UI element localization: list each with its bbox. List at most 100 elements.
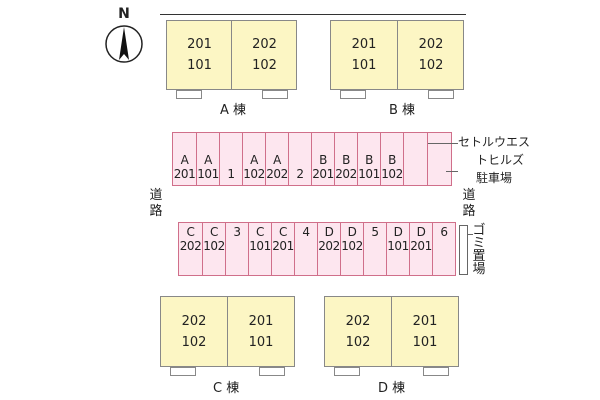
parking-stall — [403, 132, 428, 186]
parking-stall-label: 202 — [318, 239, 340, 253]
parking-stall-label: 202 — [179, 239, 202, 253]
parking-stall: 2 — [288, 132, 312, 186]
parking-stall: 1 — [219, 132, 243, 186]
parking-stall-label: 102 — [341, 239, 363, 253]
unit-number: 101 — [187, 58, 212, 73]
unit-divider — [397, 21, 398, 89]
unit-number: 102 — [418, 58, 444, 73]
parking-stall-label: 2 — [296, 167, 304, 181]
parking-stall-label: B — [319, 153, 327, 167]
road-label-right: 道路 — [462, 188, 476, 219]
unit-number: 101 — [351, 58, 377, 73]
parking-stall-label: C — [186, 225, 195, 239]
building-b-unit-2: 202 102 — [398, 21, 464, 89]
unit-number: 202 — [252, 37, 277, 52]
unit-number: 202 — [181, 313, 207, 329]
parking-stall: 6 — [432, 222, 456, 276]
building-d: 202 102 201 101 — [324, 296, 459, 367]
parking-stall-label: B — [388, 153, 396, 167]
parking-stall-label: 202 — [335, 167, 357, 181]
parking-stall-label: 101 — [358, 167, 380, 181]
compass-rose-icon — [105, 25, 143, 63]
parking-stall-label: C — [279, 225, 287, 239]
parking-stall: 3 — [225, 222, 249, 276]
parking-stall-label: 102 — [203, 239, 225, 253]
unit-divider — [231, 21, 232, 89]
building-a-label: A 棟 — [220, 103, 247, 118]
unit-divider — [391, 297, 392, 366]
parking-stall-label: 102 — [381, 167, 403, 181]
unit-number: 102 — [345, 334, 371, 350]
building-d-unit-2: 201 101 — [392, 297, 458, 366]
garbage-label: ゴミ置場 — [472, 223, 486, 277]
parking-stall-label: C — [210, 225, 218, 239]
parking-stall-label: 5 — [371, 225, 379, 239]
building-d-unit-1: 202 102 — [325, 297, 391, 366]
unit-number: 201 — [248, 313, 274, 329]
parking-stall-label: D — [347, 225, 357, 239]
parking-stall-label: 1 — [227, 167, 235, 181]
parking-stall — [427, 132, 452, 186]
parking-stall-label: 101 — [387, 239, 409, 253]
parking-stall-label: A — [204, 153, 212, 167]
unit-number: 102 — [252, 58, 277, 73]
building-b: 201 101 202 102 — [330, 20, 464, 90]
site-boundary-line — [160, 14, 466, 15]
building-a-unit-2: 202 102 — [232, 21, 297, 89]
building-b-label: B 棟 — [389, 103, 416, 118]
parking-stall-label: 201 — [410, 239, 432, 253]
parking-stall-label: 201 — [173, 167, 196, 181]
parking-name-line: トヒルズ — [476, 153, 525, 167]
entrance-step — [170, 367, 196, 376]
road-label-left: 道路 — [149, 188, 163, 219]
entrance-step — [428, 90, 454, 99]
parking-stall-label: B — [342, 153, 350, 167]
unit-number: 201 — [187, 37, 212, 52]
parking-name-line: セトルウエス — [458, 135, 531, 149]
parking-stall-label: 4 — [302, 225, 310, 239]
parking-stall-label: 102 — [243, 167, 265, 181]
entrance-step — [262, 90, 288, 99]
parking-name: セトルウエス トヒルズ 駐車場 — [458, 133, 530, 187]
building-c: 202 102 201 101 — [160, 296, 295, 367]
compass-north-label: N — [118, 6, 130, 22]
parking-stall-label: 201 — [312, 167, 334, 181]
building-b-unit-1: 201 101 — [331, 21, 397, 89]
building-c-unit-2: 201 101 — [228, 297, 294, 366]
leader-line — [428, 143, 458, 144]
building-d-label: D 棟 — [378, 381, 406, 396]
unit-number: 101 — [412, 334, 438, 350]
parking-stall-label: D — [324, 225, 334, 239]
unit-divider — [227, 297, 228, 366]
unit-number: 202 — [345, 313, 371, 329]
entrance-step — [340, 90, 366, 99]
parking-stall-label: 202 — [266, 167, 288, 181]
parking-stall-label: 6 — [440, 225, 448, 239]
unit-number: 101 — [248, 334, 274, 350]
parking-stall-label: 3 — [233, 225, 241, 239]
parking-stall-label: 201 — [272, 239, 294, 253]
parking-stall-label: A — [250, 153, 258, 167]
unit-number: 201 — [351, 37, 377, 52]
parking-name-line: 駐車場 — [476, 171, 513, 185]
leader-line — [446, 171, 458, 172]
parking-stall-label: D — [393, 225, 403, 239]
leader-line — [467, 234, 473, 235]
unit-number: 102 — [181, 334, 207, 350]
